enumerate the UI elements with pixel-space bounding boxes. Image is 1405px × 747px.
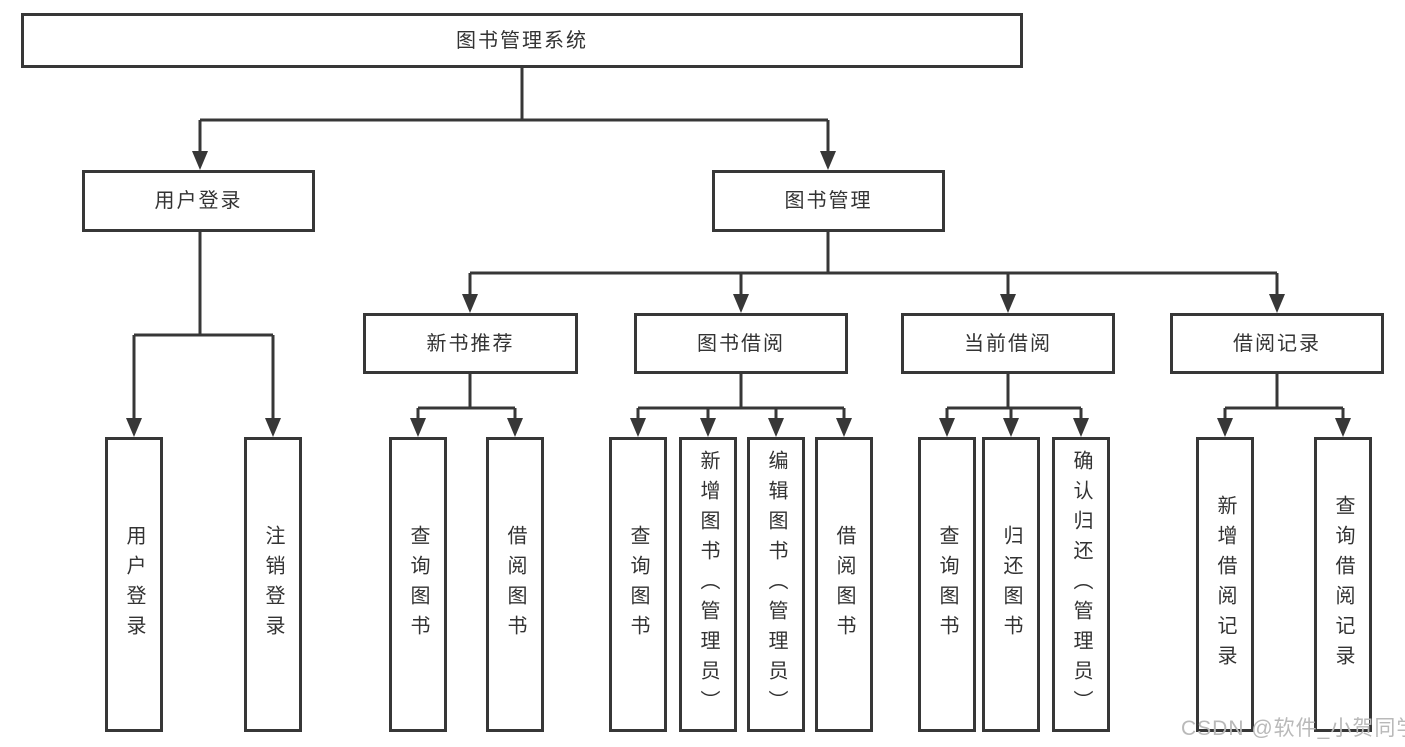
- node-label: 当前借阅: [964, 332, 1052, 355]
- node-label: 查询图书: [627, 524, 649, 645]
- node-current-return-books: 归还图书: [982, 437, 1040, 732]
- connectors-book-mgmt-children: [462, 232, 1285, 313]
- arrowhead: [410, 418, 426, 437]
- node-user-login: 用户登录: [82, 170, 315, 232]
- arrowhead: [126, 418, 142, 437]
- arrowhead: [939, 418, 955, 437]
- arrowhead: [700, 418, 716, 437]
- arrowhead: [630, 418, 646, 437]
- connectors-current-borrowing-children: [939, 374, 1089, 437]
- node-label: 用户登录: [154, 190, 243, 212]
- node-records-query-record: 查询借阅记录: [1314, 437, 1372, 732]
- node-library-system: 图书管理系统: [21, 13, 1023, 68]
- node-borrow-query-books: 查询图书: [609, 437, 667, 732]
- node-label: 归还图书: [1000, 524, 1022, 645]
- arrowhead: [733, 294, 749, 313]
- node-newrec-query-books: 查询图书: [389, 437, 447, 732]
- connectors-user-login-children: [126, 232, 281, 437]
- node-label: 查询图书: [936, 524, 958, 645]
- arrowhead: [820, 151, 836, 170]
- node-borrow-borrow-books: 借阅图书: [815, 437, 873, 732]
- arrowhead: [768, 418, 784, 437]
- connectors-new-book-recommend-children: [410, 374, 523, 437]
- connectors-book-borrowing-children: [630, 374, 852, 437]
- node-label: 用户登录: [123, 524, 145, 645]
- node-label: 编辑图书（管理员）: [765, 449, 787, 720]
- node-logout: 注销登录: [244, 437, 302, 732]
- node-book-borrowing: 图书借阅: [634, 313, 848, 374]
- arrowhead: [507, 418, 523, 437]
- connectors-borrowing-records-children: [1217, 374, 1351, 437]
- node-label: 借阅图书: [504, 524, 526, 645]
- csdn-watermark: CSDN @软件_小贺同学: [1181, 717, 1405, 740]
- node-user-login-leaf: 用户登录: [105, 437, 163, 732]
- node-borrow-add-books-admin: 新增图书（管理员）: [679, 437, 737, 732]
- node-borrow-edit-books-admin: 编辑图书（管理员）: [747, 437, 805, 732]
- arrowhead: [265, 418, 281, 437]
- arrowhead: [1000, 294, 1016, 313]
- node-label: 新增借阅记录: [1214, 494, 1236, 675]
- node-label: 图书管理: [784, 190, 873, 212]
- node-label: 查询借阅记录: [1332, 494, 1354, 675]
- node-newrec-borrow-books: 借阅图书: [486, 437, 544, 732]
- arrowhead: [462, 294, 478, 313]
- node-new-book-recommend: 新书推荐: [363, 313, 578, 374]
- connectors-root-to-level2: [192, 68, 836, 170]
- node-records-add-record: 新增借阅记录: [1196, 437, 1254, 732]
- node-label: 借阅图书: [833, 524, 855, 645]
- node-label: 新书推荐: [426, 332, 515, 355]
- node-borrowing-records: 借阅记录: [1170, 313, 1384, 374]
- node-label: 图书管理系统: [456, 29, 588, 52]
- arrowhead: [1217, 418, 1233, 437]
- node-label: 查询图书: [407, 524, 429, 645]
- arrowhead: [836, 418, 852, 437]
- node-label: 确认归还（管理员）: [1070, 449, 1092, 720]
- arrowhead: [1269, 294, 1285, 313]
- node-current-query-books: 查询图书: [918, 437, 976, 732]
- node-label: 借阅记录: [1233, 332, 1321, 355]
- node-label: 图书借阅: [697, 332, 785, 355]
- arrowhead: [1335, 418, 1351, 437]
- arrowhead: [1003, 418, 1019, 437]
- node-label: 注销登录: [262, 524, 284, 645]
- arrowhead: [1073, 418, 1089, 437]
- arrowhead: [192, 151, 208, 170]
- node-current-borrowing: 当前借阅: [901, 313, 1115, 374]
- node-current-confirm-return-admin: 确认归还（管理员）: [1052, 437, 1110, 732]
- node-label: 新增图书（管理员）: [697, 449, 719, 720]
- node-book-management: 图书管理: [712, 170, 945, 232]
